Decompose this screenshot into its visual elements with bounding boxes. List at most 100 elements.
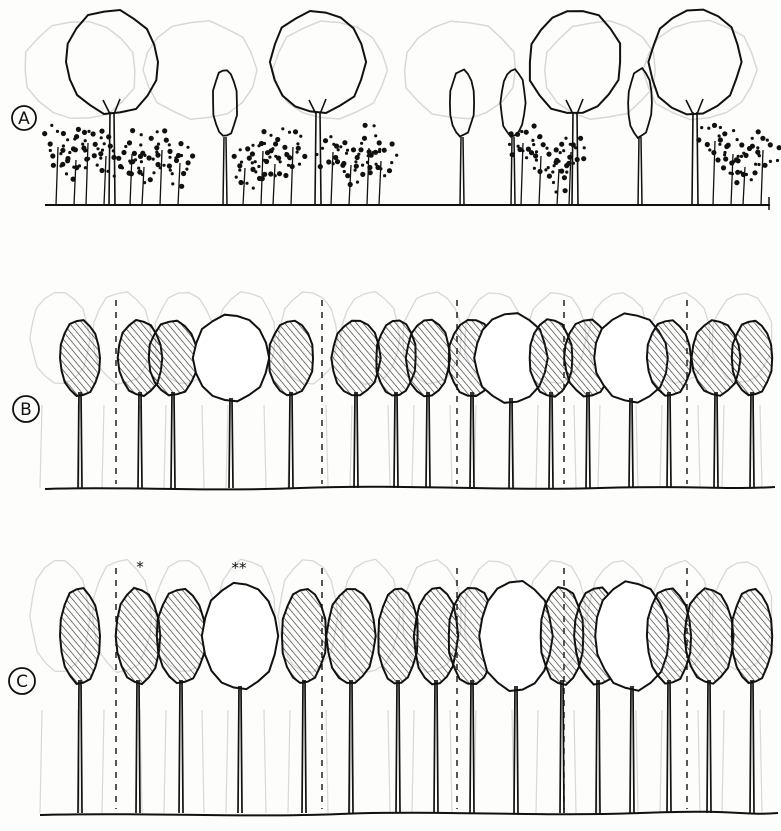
tree-trunk xyxy=(396,680,400,813)
shrub-stem xyxy=(86,143,88,205)
shrub-leaf xyxy=(383,174,386,177)
shrub-leaf xyxy=(387,168,392,173)
shrub-leaf xyxy=(750,178,753,181)
shrub-leaf xyxy=(91,131,96,136)
shrub-leaf xyxy=(566,161,571,166)
shrub-stem xyxy=(557,169,559,205)
shrub-leaf xyxy=(377,140,382,145)
shrub-leaf xyxy=(96,147,99,150)
hatched-crown-tree xyxy=(60,320,100,488)
shrub-leaf xyxy=(708,148,711,151)
broadleaf-crown xyxy=(648,10,741,115)
shrub-leaf xyxy=(756,129,761,134)
background-trunk-outline xyxy=(412,405,452,488)
shrub-stem-cluster xyxy=(333,145,365,205)
shrub-leaf xyxy=(66,138,69,141)
shrub-leaf xyxy=(254,160,257,163)
broadleaf-crown xyxy=(270,11,366,113)
shrub-leaf xyxy=(155,151,158,154)
shrub-leaf xyxy=(342,140,347,145)
shrub-leaf xyxy=(140,133,143,136)
shrub-leaf xyxy=(127,140,132,145)
hatched-crown-tree xyxy=(60,588,100,813)
shrub-leaf xyxy=(707,127,710,130)
shrub-leaf xyxy=(756,146,759,149)
shrub-leaf xyxy=(361,164,364,167)
shrub-leaf xyxy=(113,175,116,178)
background-trunk-outline xyxy=(164,710,204,813)
background-trunk-outline xyxy=(164,405,204,488)
background-trunk-outline xyxy=(350,405,390,488)
shrub-leaf xyxy=(537,169,542,174)
tree-crown xyxy=(732,321,772,395)
shrub-leaf xyxy=(96,164,99,167)
single-asterisk-mark: * xyxy=(136,558,144,576)
shrub-leaf xyxy=(559,151,562,154)
tree-crown xyxy=(685,588,734,683)
tree-crown xyxy=(116,588,161,684)
tree-trunk xyxy=(750,392,754,488)
shrub-leaf xyxy=(250,151,255,156)
panel-a-label-text: A xyxy=(18,109,30,129)
shrub-leaf xyxy=(578,136,583,141)
shrub-leaf xyxy=(758,154,761,157)
tree-canopy xyxy=(66,10,158,205)
shrub-leaf xyxy=(390,161,393,164)
shrub-leaf xyxy=(326,159,331,164)
shrub-leaf xyxy=(564,137,567,140)
shrub-leaf xyxy=(129,171,134,176)
shrub-leaf xyxy=(337,148,340,151)
shrub-leaf xyxy=(186,146,189,149)
tree-crown xyxy=(269,321,313,395)
tree-narrow xyxy=(450,70,474,206)
shrub-leaf xyxy=(360,142,363,145)
shrub-leaf xyxy=(50,153,55,158)
shrub-leaf xyxy=(167,163,172,168)
shrub-stem xyxy=(331,152,333,205)
shrub-leaf xyxy=(315,153,318,156)
tree-trunk xyxy=(707,680,711,813)
shrub-leaf xyxy=(776,159,779,162)
shrub-leaf xyxy=(152,171,155,174)
shrub-leaf xyxy=(154,145,159,150)
shrub-leaf xyxy=(525,156,528,159)
shrub-leaf xyxy=(164,138,169,143)
hatched-crown-tree xyxy=(647,320,691,488)
shrub-leaf xyxy=(84,139,87,142)
tree-trunk xyxy=(426,392,430,488)
shrub-leaf xyxy=(155,162,160,167)
shrub-leaf xyxy=(363,123,368,128)
shrub-leaf xyxy=(237,163,242,168)
shrub-leaf xyxy=(139,143,142,146)
background-trunk-outline xyxy=(40,710,80,813)
shrub-leaf xyxy=(718,143,721,146)
shrub-leaf xyxy=(535,150,538,153)
hatched-crown-tree xyxy=(378,589,417,813)
tree-narrow xyxy=(213,70,237,205)
shrub-leaf xyxy=(181,171,186,176)
narrow-crown xyxy=(450,70,474,137)
shrub-leaf xyxy=(65,172,68,175)
shrub-leaf xyxy=(718,137,723,142)
shrub-stem-cluster xyxy=(275,127,307,205)
shrub-stem-cluster xyxy=(93,134,124,205)
shrub-leaf xyxy=(101,149,104,152)
shrub-leaf xyxy=(318,164,323,169)
shrub-leaf xyxy=(106,134,111,139)
shrub-leaf xyxy=(130,128,135,133)
shrub-leaf xyxy=(740,155,743,158)
shrub-leaf xyxy=(719,126,722,129)
shrub-leaf xyxy=(186,160,191,165)
narrow-crown xyxy=(213,70,237,135)
shrub-leaf xyxy=(382,148,387,153)
tree-trunk xyxy=(354,392,358,488)
shrub-leaf xyxy=(379,167,382,170)
shrub-leaf xyxy=(395,154,398,157)
narrow-trunk xyxy=(638,137,642,205)
shrub-leaf xyxy=(252,187,255,190)
shrub-stem-cluster xyxy=(232,146,263,205)
shrub-leaf xyxy=(245,182,248,185)
shrub-leaf xyxy=(736,138,739,141)
shrub-leaf xyxy=(238,169,241,172)
hatched-crown-tree xyxy=(732,321,772,488)
